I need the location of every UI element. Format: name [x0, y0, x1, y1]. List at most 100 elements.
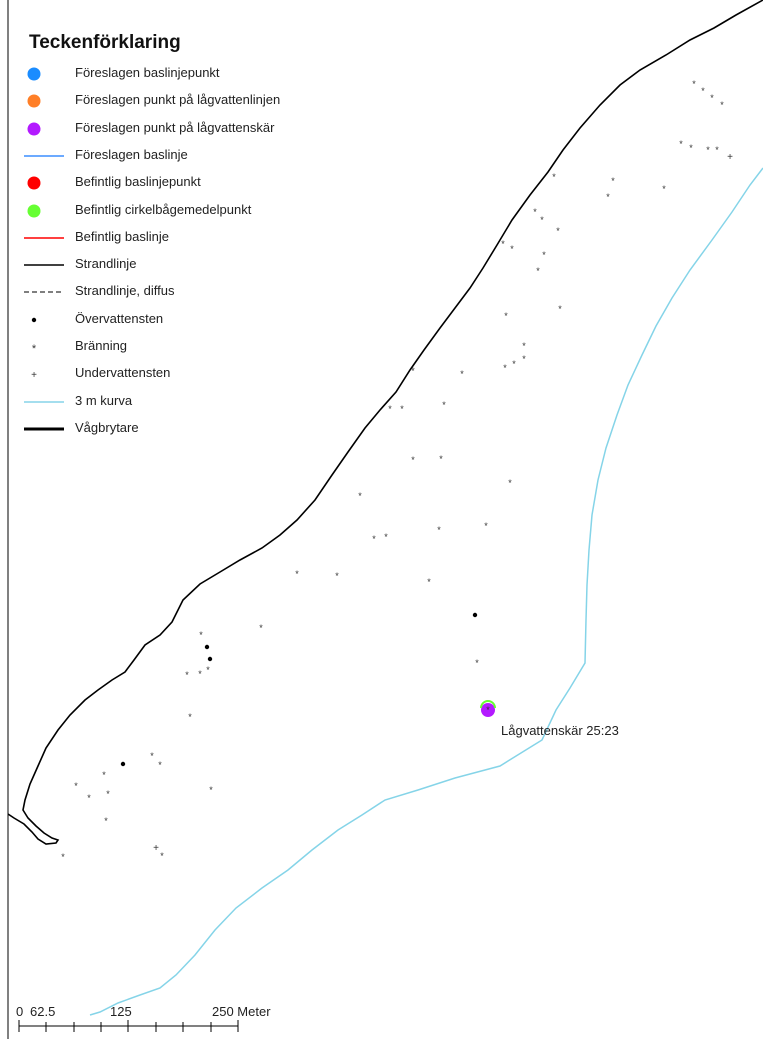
breaker-symbol: * [475, 658, 479, 668]
legend-label: Befintlig baslinje [75, 228, 169, 244]
legend-item: Befintlig cirkelbågemedelpunkt [24, 199, 324, 223]
breaker-symbol: * [510, 244, 514, 254]
breaker-symbol: * [556, 226, 560, 236]
breaker-symbol: * [460, 369, 464, 379]
breaker-symbol: * [335, 571, 339, 581]
breaker-symbol: * [104, 816, 108, 826]
breaker-symbol: * [542, 250, 546, 260]
breaker-symbol: * [437, 525, 441, 535]
breaker-symbol: * [206, 665, 210, 675]
breaker-symbol: * [400, 404, 404, 414]
breaker-symbol: * [503, 363, 507, 373]
breaker-symbol: * [715, 145, 719, 155]
legend-item: Befintlig baslinjepunkt [24, 171, 324, 195]
breaker-symbol: * [522, 341, 526, 351]
legend-item: Föreslagen baslinjepunkt [24, 62, 324, 86]
legend-item: Vågbrytare [24, 417, 324, 441]
breaker-symbol: * [442, 400, 446, 410]
breaker-symbol: * [388, 404, 392, 414]
legend-label: Strandlinje, diffus [75, 283, 175, 299]
depth-curve-3m [89, 167, 763, 1016]
proposed-low-water-rock-point [481, 703, 495, 717]
legend-item: Strandlinje [24, 253, 324, 277]
breaker-symbol: * [512, 359, 516, 369]
legend-item: + Undervattensten [24, 362, 324, 386]
breaker-symbol: * [540, 215, 544, 225]
legend-symbol-dot [27, 176, 41, 190]
legend-symbol-thick-line [24, 427, 64, 431]
breaker-symbol: * [606, 192, 610, 202]
breaker-symbol: * [662, 184, 666, 194]
legend-label: Föreslagen baslinjepunkt [75, 65, 220, 80]
legend-label: Befintlig cirkelbågemedelpunkt [75, 201, 252, 217]
breaker-symbol: * [87, 793, 91, 803]
breaker-symbol: * [427, 577, 431, 587]
legend-item: Föreslagen punkt på lågvattenskär [24, 117, 324, 141]
breaker-symbol: * [522, 354, 526, 364]
legend-label: Föreslagen punkt på lågvattenskär [75, 119, 275, 135]
legend-symbol-line [24, 264, 64, 266]
legend-symbol-dot [27, 122, 41, 136]
breaker-symbol: * [358, 491, 362, 501]
breaker-symbol: * [536, 266, 540, 276]
breaker-symbol: * [160, 851, 164, 861]
breaker-symbol: * [411, 455, 415, 465]
breaker-symbol: * [199, 630, 203, 640]
legend-item: Föreslagen punkt på lågvattenlinjen [24, 89, 324, 113]
legend-item: Föreslagen baslinje [24, 144, 324, 168]
breaker-symbol: * [439, 454, 443, 464]
legend-symbol-asterisk: * [32, 343, 37, 355]
legend-symbol-line [24, 237, 64, 239]
breaker-symbol: * [295, 569, 299, 579]
breaker-symbol: * [720, 100, 724, 110]
legend-item: Strandlinje, diffus [24, 280, 324, 304]
breaker-symbol: * [102, 770, 106, 780]
breaker-symbol: * [150, 751, 154, 761]
legend-label: Bränning [75, 338, 128, 353]
legend-symbol-line [24, 400, 64, 403]
breaker-symbol: * [188, 712, 192, 722]
above-water-stone [204, 644, 210, 650]
breaker-symbol: * [692, 79, 696, 89]
legend-title: Teckenförklaring [29, 32, 181, 53]
legend-label: Befintlig baslinjepunkt [75, 174, 201, 190]
breakers-layer: * * * * * * * * * * * * * * * * * * * * * * * * * * * * * * * * * * * * * * * *… [61, 79, 724, 862]
breaker-symbol: * [504, 311, 508, 321]
svg-text:*: * [32, 343, 37, 355]
legend-item: 3 m kurva [24, 390, 324, 414]
legend-item: * Bränning [24, 335, 324, 359]
legend-symbol-dot [27, 67, 41, 81]
legend-label: 3 m kurva [75, 392, 133, 408]
breaker-symbol: * [411, 366, 415, 376]
legend-label: Föreslagen punkt på lågvattenlinjen [75, 92, 281, 108]
legend-item: Övervattensten [24, 308, 324, 332]
legend-label: Vågbrytare [75, 419, 139, 435]
legend-label: Övervattensten [75, 310, 164, 326]
breaker-symbol: * [198, 669, 202, 679]
legend-symbol-dot [27, 94, 41, 108]
scale-tick-3: 250 Meter [212, 1004, 271, 1019]
breaker-symbol: * [384, 532, 388, 542]
breaker-symbol: * [706, 145, 710, 155]
legend-symbol-dot [27, 204, 41, 217]
legend-label: Undervattensten [75, 365, 171, 381]
legend-symbol-plus: + [31, 370, 37, 381]
breaker-symbol: * [508, 478, 512, 488]
legend-item: Befintlig baslinje [24, 226, 324, 250]
breaker-symbol: * [558, 304, 562, 314]
underwater-stone: + [153, 843, 159, 854]
breaker-symbol: * [158, 760, 162, 770]
feature-label: Lågvattenskär 25:23 [501, 723, 619, 738]
breaker-symbol: * [552, 172, 556, 182]
underwater-stone: + [727, 152, 733, 163]
breaker-symbol: * [61, 852, 65, 862]
breaker-symbol: * [259, 623, 263, 633]
breaker-symbol: * [679, 139, 683, 149]
breaker-symbol: * [209, 785, 213, 795]
breaker-symbol: * [701, 86, 705, 96]
above-water-stone [207, 656, 213, 662]
breaker-symbol: * [611, 176, 615, 186]
scale-tick-1: 62.5 [30, 1004, 56, 1019]
existing-arc-center-point [480, 700, 496, 709]
legend-symbol-line [24, 155, 64, 157]
